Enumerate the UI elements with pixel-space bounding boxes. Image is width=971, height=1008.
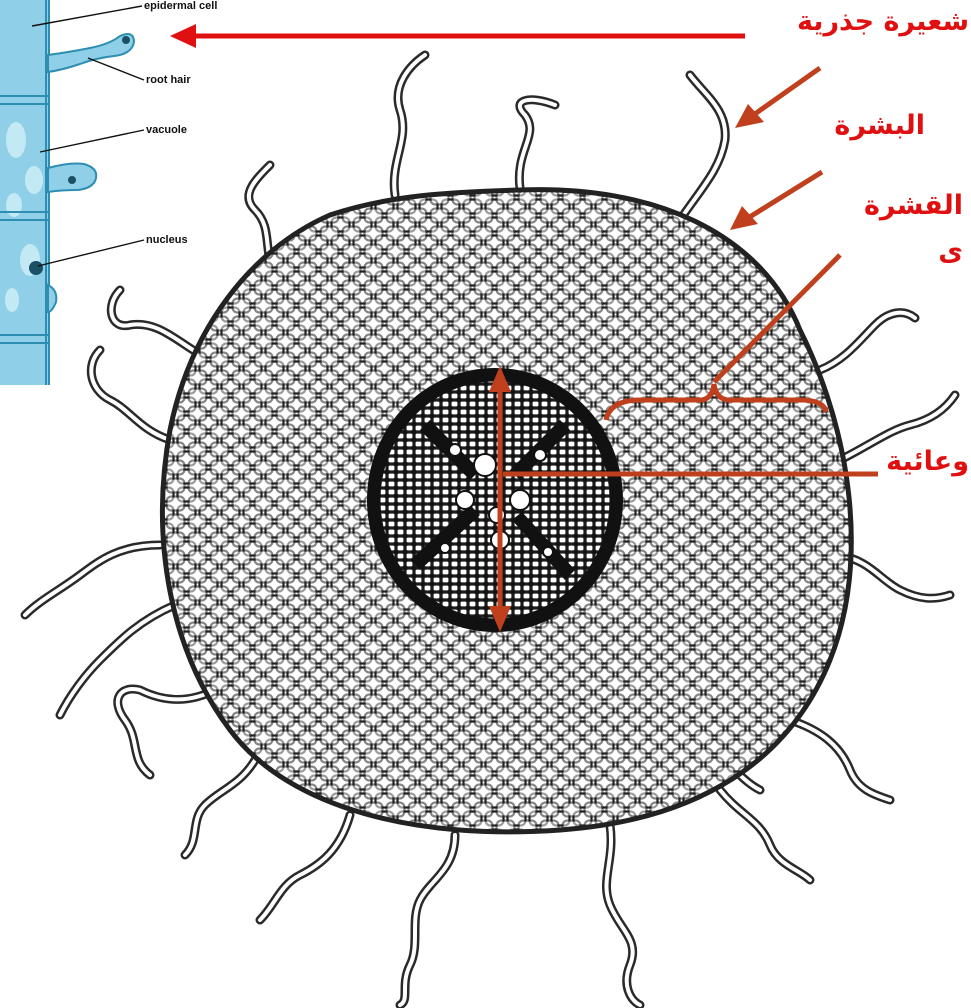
root-hair-1 bbox=[394, 55, 425, 195]
root-hair-15 bbox=[790, 720, 890, 800]
vascular-cylinder bbox=[367, 368, 623, 632]
label-vacuole: vacuole bbox=[146, 124, 187, 136]
label-nucleus: nucleus bbox=[146, 234, 188, 246]
label-root-hair: root hair bbox=[146, 74, 191, 86]
root-hair-7 bbox=[25, 545, 160, 615]
root-hair-inset: epidermal cell root hair vacuole nucleus bbox=[0, 0, 240, 385]
annotation-epidermis: البشرة bbox=[834, 110, 925, 141]
root-hair-lumen-7 bbox=[25, 545, 160, 615]
label-epidermal-cell: epidermal cell bbox=[144, 0, 217, 12]
root-hair-lumen-18 bbox=[820, 313, 915, 370]
inset-drawing bbox=[0, 0, 240, 385]
root-hair-3 bbox=[680, 75, 725, 220]
root-hair-lumen-2 bbox=[519, 100, 555, 188]
annotation-cortex-continued: ى bbox=[938, 236, 963, 267]
root-hair-12 bbox=[400, 835, 455, 1005]
annotation-vascular: وعائية bbox=[886, 446, 969, 477]
annotation-cortex: القشرة bbox=[864, 190, 963, 221]
annotation-root-hair: شعيرة جذرية bbox=[797, 6, 969, 37]
root-hair-lumen-3 bbox=[680, 75, 725, 220]
